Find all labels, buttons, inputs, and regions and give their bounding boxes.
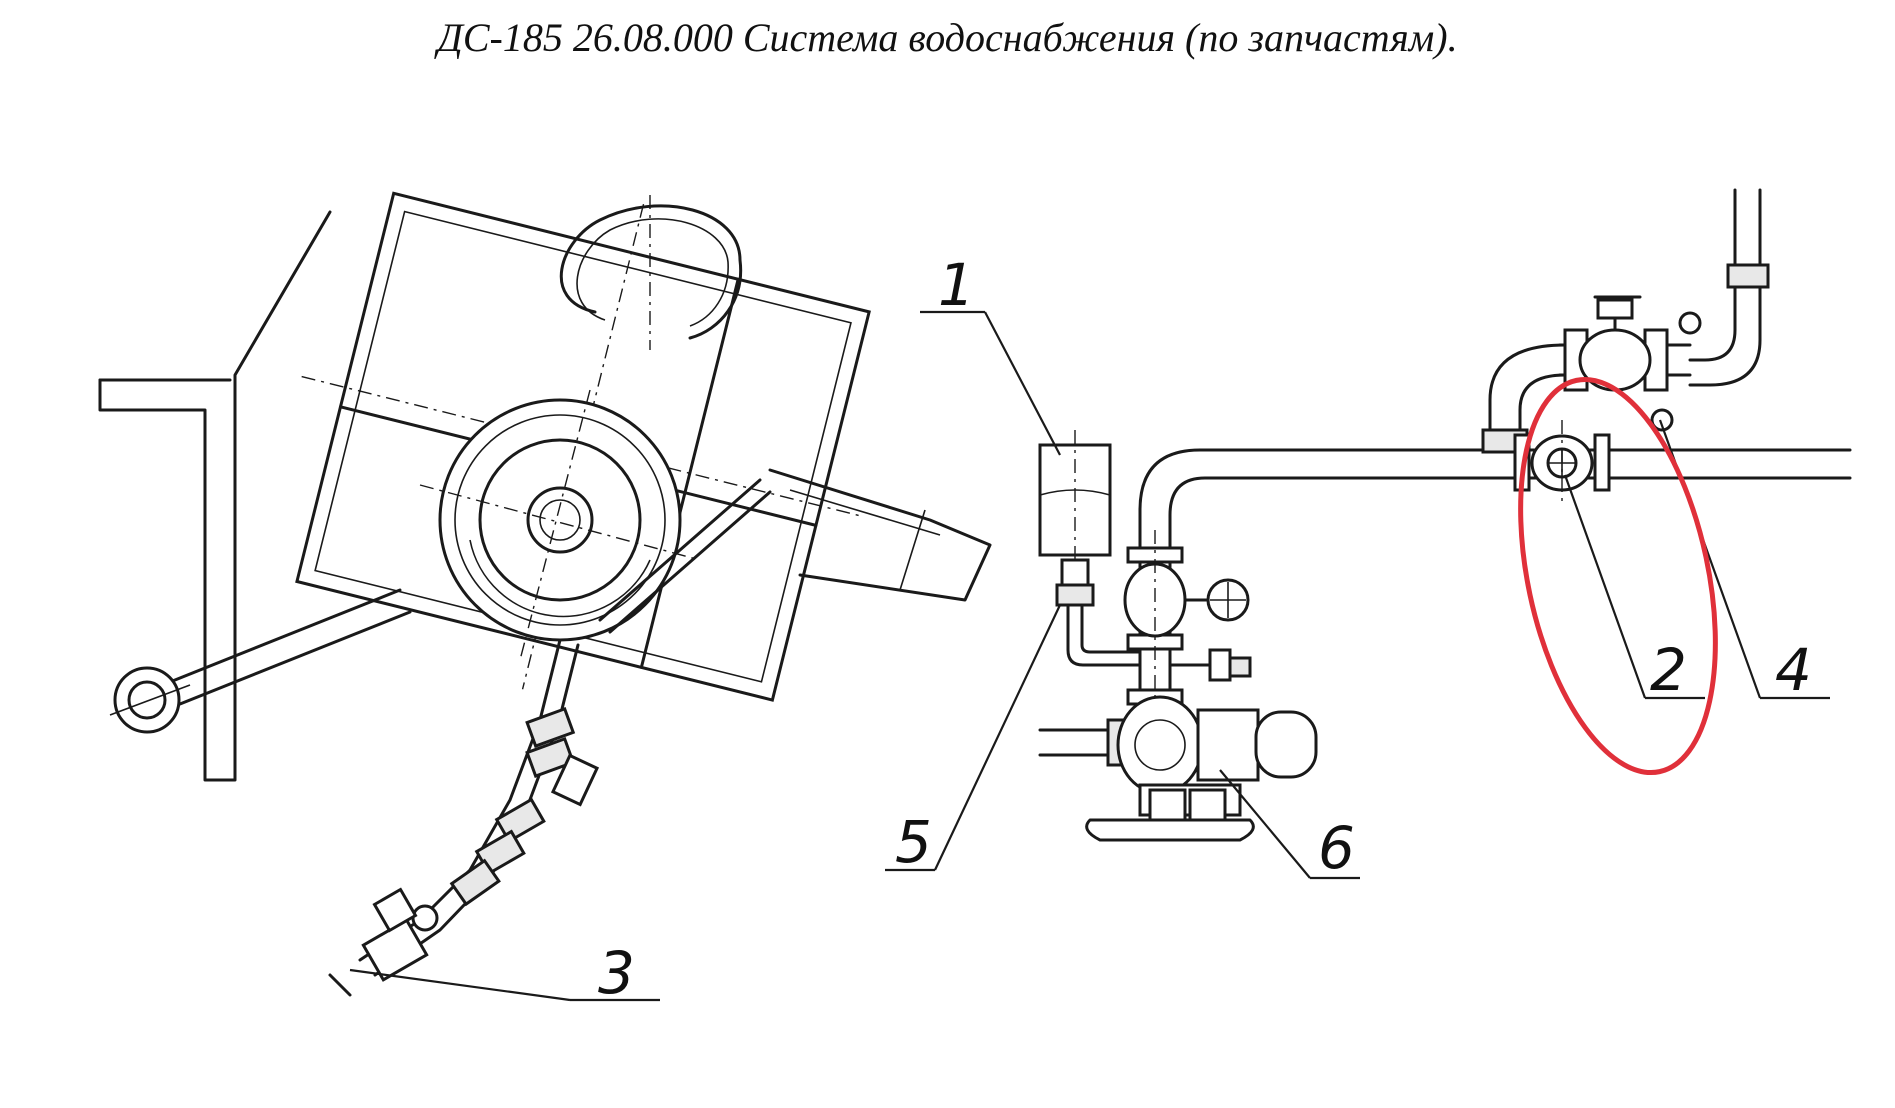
- callout-label: 5: [895, 808, 932, 876]
- highlight-ellipse: [1518, 376, 1718, 776]
- callout-2: 2: [1563, 474, 1705, 704]
- callout-label: 4: [1775, 636, 1812, 704]
- callout-1: 1: [920, 251, 1061, 456]
- callout-label: 1: [938, 251, 975, 319]
- callout-6: 6: [1219, 769, 1360, 882]
- callout-5: 5: [885, 604, 1061, 876]
- callout-3: 3: [349, 939, 660, 1007]
- drawing-title: ДС-185 26.08.000 Система водоснабжения (…: [437, 15, 1458, 60]
- callout-label: 3: [598, 939, 635, 1007]
- callout-label: 2: [1650, 636, 1687, 704]
- left-assembly-tank: [98, 191, 992, 997]
- center-assembly-pump: [1038, 430, 1852, 842]
- callout-label: 6: [1318, 814, 1355, 882]
